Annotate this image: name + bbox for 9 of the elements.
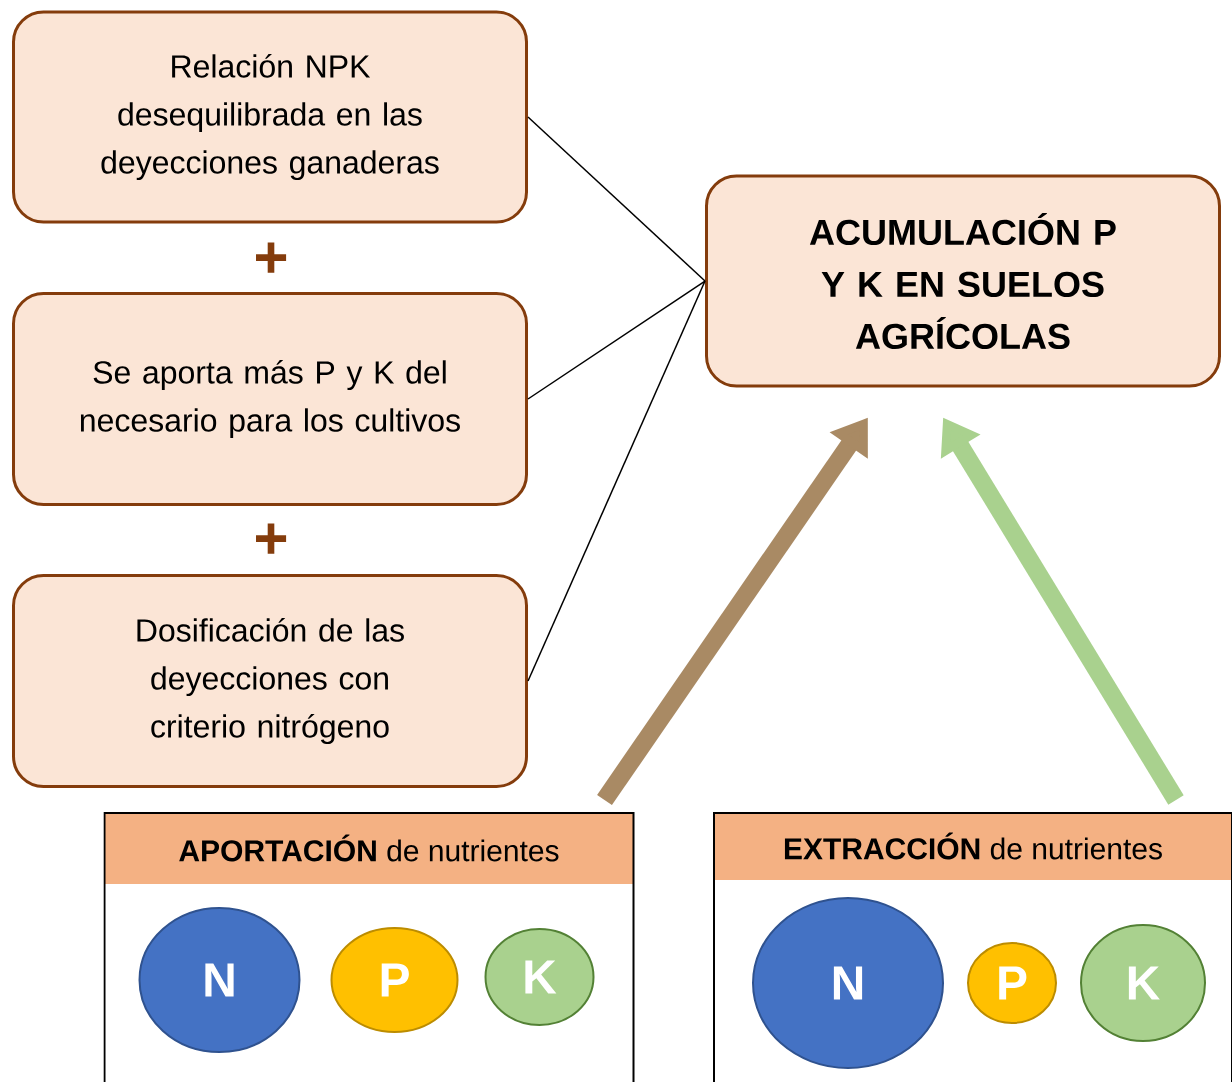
cause-box: Se aporta más P y K del necesario para los cultivos: [12, 292, 528, 506]
cause-box: Dosificación de las deyecciones con criterio nitrógeno: [12, 574, 528, 788]
connector-line: [527, 116, 706, 282]
plus-sign: +: [256, 242, 287, 273]
connector-line: [527, 280, 706, 400]
connector-line: [527, 280, 706, 682]
result-box: ACUMULACIÓN P Y K EN SUELOS AGRÍCOLAS: [705, 174, 1221, 388]
cause-box: Relación NPK desequilibrada en las deyecciones ganaderas: [12, 10, 528, 224]
plus-sign: +: [256, 523, 287, 554]
